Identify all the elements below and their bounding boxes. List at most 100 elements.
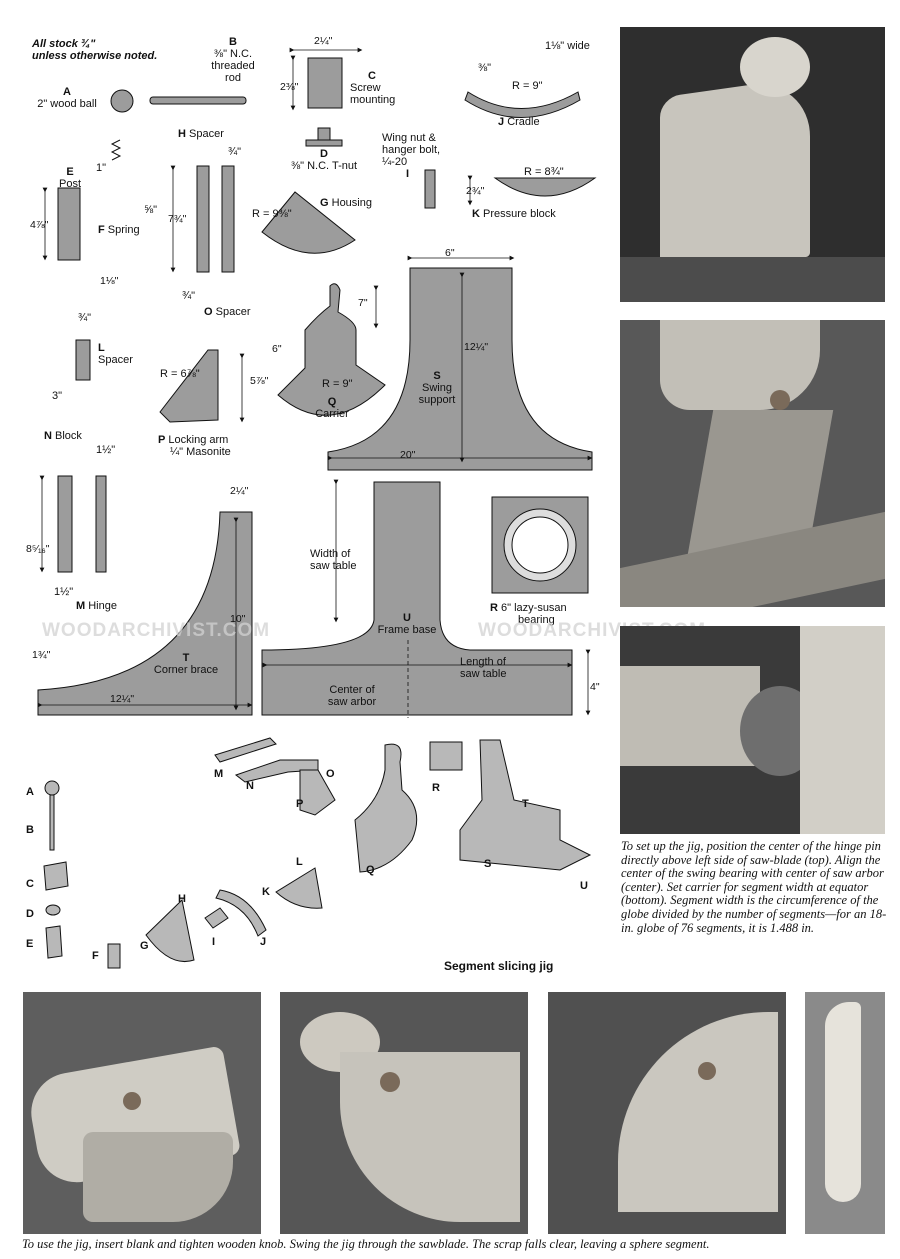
part-i-label: Wing nut & hanger bolt, ¼-20 I: [382, 132, 441, 180]
part-g-radius: R = 9⅜": [252, 208, 292, 220]
part-u-shape: [261, 481, 573, 716]
part-k-radius: R = 8¾": [524, 166, 564, 178]
asm-label-u: U: [580, 880, 588, 892]
part-p-shape: [159, 349, 219, 423]
part-j-width: 1⅛" wide: [545, 40, 590, 52]
dim-s-height: 12¼": [464, 341, 488, 353]
asm-e: [45, 925, 63, 959]
asm-a-b: [44, 780, 60, 851]
parts-drawing: 2¼" 2⅜" 4⅞" 1⅛" 7¾" 6" 12¼" 20" 8⁵⁄₁₆" 1…: [26, 35, 600, 969]
asm-f: [107, 943, 121, 969]
part-p-label: P Locking arm ¼" Masonite: [158, 434, 231, 458]
photo-middle: [620, 320, 885, 607]
asm-k-l: [275, 867, 323, 909]
part-m-label: M Hinge: [76, 600, 117, 612]
stock-note: All stock ¾" unless otherwise noted.: [32, 38, 157, 62]
part-q-radius: R = 9": [322, 378, 353, 390]
part-r-hole: [511, 516, 569, 574]
asm-i: [204, 907, 229, 929]
dim-k-height: 2¾": [466, 185, 485, 197]
part-q-label: Q Carrier: [315, 396, 349, 420]
part-s-label: S Swing support: [418, 370, 456, 406]
dim-h-height: 7¾": [168, 213, 187, 225]
asm-label-i: I: [212, 936, 216, 948]
part-j-thick: ⅜": [478, 62, 492, 74]
part-l-thick: ¾": [78, 312, 92, 324]
dim-t-height: 10": [230, 613, 246, 625]
part-k-label: K Pressure block: [472, 208, 556, 220]
part-b-label: B ⅜" N.C. threaded rod: [211, 36, 255, 84]
part-j-radius: R = 9": [512, 80, 543, 92]
dim-n-height: 8⁵⁄₁₆": [26, 543, 50, 555]
photo-segment: [805, 992, 885, 1234]
part-l-height: 3": [52, 390, 63, 402]
part-a-label: A 2" wood ball: [37, 86, 97, 110]
asm-label-l: L: [296, 856, 303, 868]
part-d-label: D ⅜" N.C. T-nut: [290, 148, 358, 172]
dim-c-height: 2⅜": [280, 81, 299, 93]
asm-r-bearing: [429, 741, 463, 771]
dim-q-h1: 7": [358, 297, 368, 309]
asm-label-d: D: [26, 908, 34, 920]
dim-q-h2: 6": [272, 343, 282, 355]
part-e-shape: [57, 187, 81, 261]
asm-label-s: S: [484, 858, 492, 870]
part-r-label: R 6" lazy-susan bearing: [490, 602, 567, 626]
asm-label-c: C: [26, 878, 34, 890]
dim-t-top: 2¼": [230, 485, 249, 497]
part-c-shape: [307, 57, 343, 109]
part-c-label: C Screw mounting: [350, 70, 396, 106]
dim-e-width: 1⅛": [100, 275, 119, 287]
part-j-label: J Cradle: [498, 116, 540, 128]
dim-c-width: 2¼": [314, 35, 333, 47]
part-a-ball-shape: [110, 89, 134, 113]
part-f-shape: [110, 139, 122, 161]
part-u-label: U Frame base: [377, 612, 437, 636]
asm-label-k: K: [262, 886, 270, 898]
part-g-label: G Housing: [320, 197, 372, 209]
photo-step-1: [23, 992, 261, 1234]
photo-step-2: [280, 992, 528, 1234]
part-h-thick: ¾": [228, 146, 242, 158]
dim-t-base: 12¼": [110, 693, 134, 705]
asm-t-s-u: [459, 739, 592, 871]
asm-label-g: G: [140, 940, 149, 952]
dim-s-top: 6": [445, 247, 455, 259]
part-t-label: T Corner brace: [153, 652, 219, 676]
stock-note-line1: All stock ¾": [32, 38, 96, 50]
part-g-shape: [261, 191, 356, 254]
part-p-radius: R = 6⅞": [160, 368, 200, 380]
part-i-shape: [424, 169, 436, 209]
part-n-label: N Block: [44, 430, 82, 442]
part-f-label: F Spring: [98, 224, 140, 236]
part-f-dia: ⅝": [144, 204, 158, 216]
part-b-rod-shape: [149, 96, 247, 105]
part-l-label: L Spacer: [98, 342, 133, 366]
asm-label-r: R: [432, 782, 440, 794]
part-o-shape: [221, 165, 235, 273]
asm-g-h: [145, 899, 195, 962]
part-o-label: O Spacer: [204, 306, 251, 318]
asm-label-j: J: [260, 936, 267, 948]
assembly-title: Segment slicing jig: [444, 959, 554, 973]
photo-bottom: [620, 626, 885, 834]
dim-t-edge: 1¾": [32, 649, 51, 661]
part-u-width-label: Width of saw table: [310, 548, 357, 572]
asm-c: [43, 861, 69, 891]
stock-note-line2: unless otherwise noted.: [32, 50, 158, 62]
asm-label-b: B: [26, 824, 34, 836]
asm-label-o: O: [326, 768, 335, 780]
part-n-shape: [57, 475, 73, 573]
asm-label-n: N: [246, 780, 254, 792]
asm-label-e: E: [26, 938, 34, 950]
asm-label-f: F: [92, 950, 99, 962]
dim-e-height: 4⅞": [30, 219, 49, 231]
part-h-label: H Spacer: [178, 128, 224, 140]
part-f-len: 1": [96, 162, 107, 174]
asm-label-h: H: [178, 893, 186, 905]
part-h-shape: [196, 165, 210, 273]
bottom-caption: To use the jig, insert blank and tighten…: [22, 1237, 710, 1251]
part-d-shape: [305, 127, 343, 147]
watermark-left: WOODARCHIVIST.COM: [42, 620, 271, 641]
photo-step-3: [548, 992, 786, 1234]
